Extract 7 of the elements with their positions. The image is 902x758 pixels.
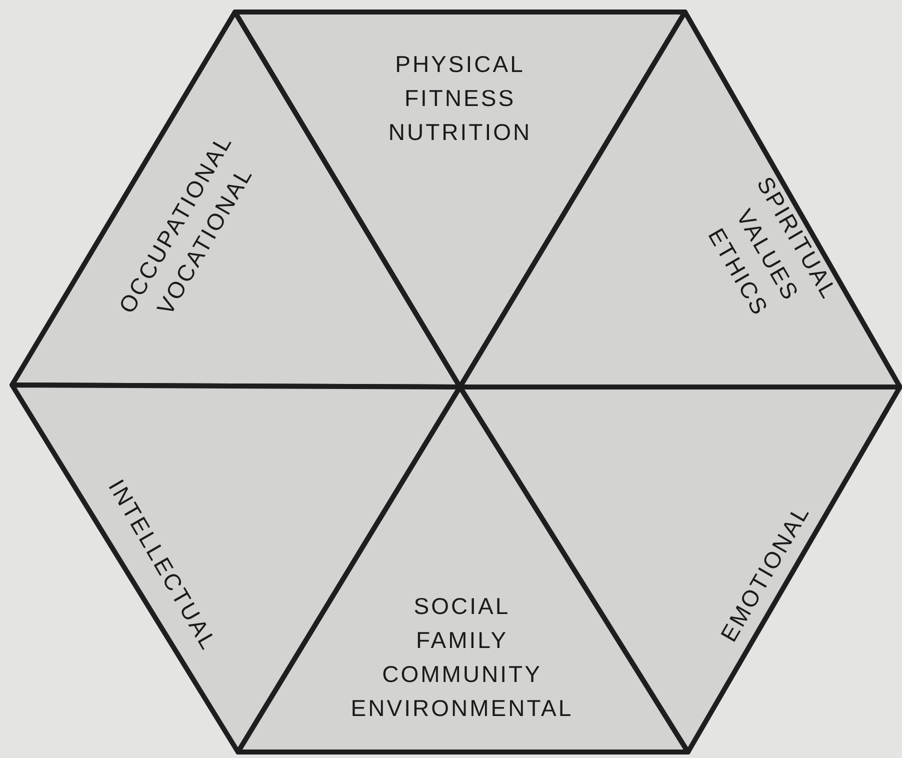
segment-label: PHYSICAL [394,50,526,79]
segment-label: FITNESS [403,84,517,113]
segment-label: ENVIRONMENTAL [350,694,574,723]
segment-label: FAMILY [414,626,510,655]
segment-label: COMMUNITY [381,660,543,689]
segment-label: SOCIAL [412,592,512,621]
segment-label: NUTRITION [388,118,532,147]
